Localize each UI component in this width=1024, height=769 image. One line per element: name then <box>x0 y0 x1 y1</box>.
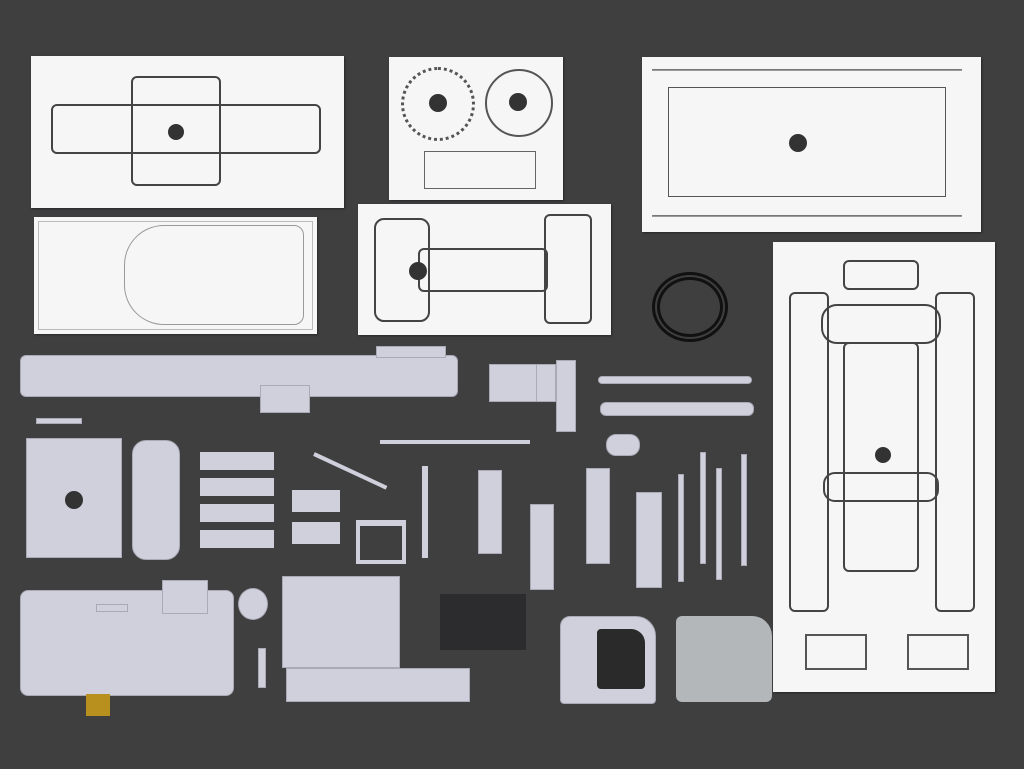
pin <box>36 418 82 424</box>
deck-sheet <box>642 57 981 232</box>
cab-window <box>597 629 645 689</box>
jack-rod <box>741 454 747 566</box>
small-parts <box>422 466 456 558</box>
wire-coil <box>652 272 728 342</box>
box <box>162 580 208 614</box>
chassis-sheet <box>773 242 995 692</box>
outrigger <box>478 470 502 554</box>
strip <box>652 69 962 71</box>
frame-end <box>374 218 430 322</box>
jack-rod <box>678 474 684 582</box>
drum <box>238 588 268 620</box>
frame-sheet-2 <box>358 204 611 335</box>
jack-rod <box>700 452 706 564</box>
small-brackets <box>380 424 530 444</box>
frame-end <box>544 214 592 324</box>
hook-block <box>489 364 539 402</box>
frame-sheet-1 <box>31 56 344 208</box>
panel <box>805 634 867 670</box>
disc-ring <box>485 69 553 137</box>
ladders <box>200 452 274 552</box>
center-hole <box>168 124 184 140</box>
clear-glazing <box>676 616 772 702</box>
frame-hole <box>409 262 427 280</box>
pin <box>258 648 266 688</box>
counterweight-hole <box>65 491 83 509</box>
pin <box>96 604 128 612</box>
gear-hole <box>429 94 447 112</box>
jack-rod <box>716 468 722 580</box>
steps <box>292 490 340 546</box>
engraved-shape <box>124 225 304 325</box>
operator-cab <box>560 616 656 704</box>
chassis-side-right <box>935 292 975 612</box>
chassis-cross <box>823 472 939 502</box>
outrigger <box>636 492 662 588</box>
boom-tip <box>376 346 446 358</box>
boom-bracket <box>260 385 310 413</box>
deck-outline <box>668 87 946 197</box>
boom <box>20 355 458 397</box>
hook-arm <box>556 360 576 432</box>
counterweight <box>26 438 122 558</box>
cab-base <box>286 668 470 702</box>
outrigger <box>530 504 554 590</box>
frame-center <box>131 76 221 186</box>
a-frame <box>356 520 406 564</box>
cab-body <box>282 576 400 668</box>
cylinder-rod <box>598 376 752 384</box>
disc-hole <box>509 93 527 111</box>
deck-hole <box>789 134 807 152</box>
frame-outline <box>51 104 321 154</box>
handle-rod <box>313 452 388 490</box>
chassis-top <box>843 260 919 290</box>
engraved-border <box>38 221 313 330</box>
brass-part <box>86 694 110 716</box>
counterweight-curved <box>132 440 180 560</box>
dark-part <box>440 594 526 650</box>
chassis-mount <box>821 304 941 344</box>
gear-ring <box>401 67 475 141</box>
cylinder <box>600 402 754 416</box>
chassis-hole <box>875 447 891 463</box>
sheave-pack <box>536 364 556 402</box>
hook <box>606 434 640 456</box>
gear-sheet <box>389 57 563 200</box>
panel <box>907 634 969 670</box>
chassis-side-left <box>789 292 829 612</box>
chassis-beam <box>843 342 919 572</box>
frame-beam <box>418 248 548 292</box>
engraved-sheet <box>34 217 317 334</box>
outrigger <box>586 468 610 564</box>
strip <box>652 215 962 217</box>
rect-panel <box>424 151 536 189</box>
